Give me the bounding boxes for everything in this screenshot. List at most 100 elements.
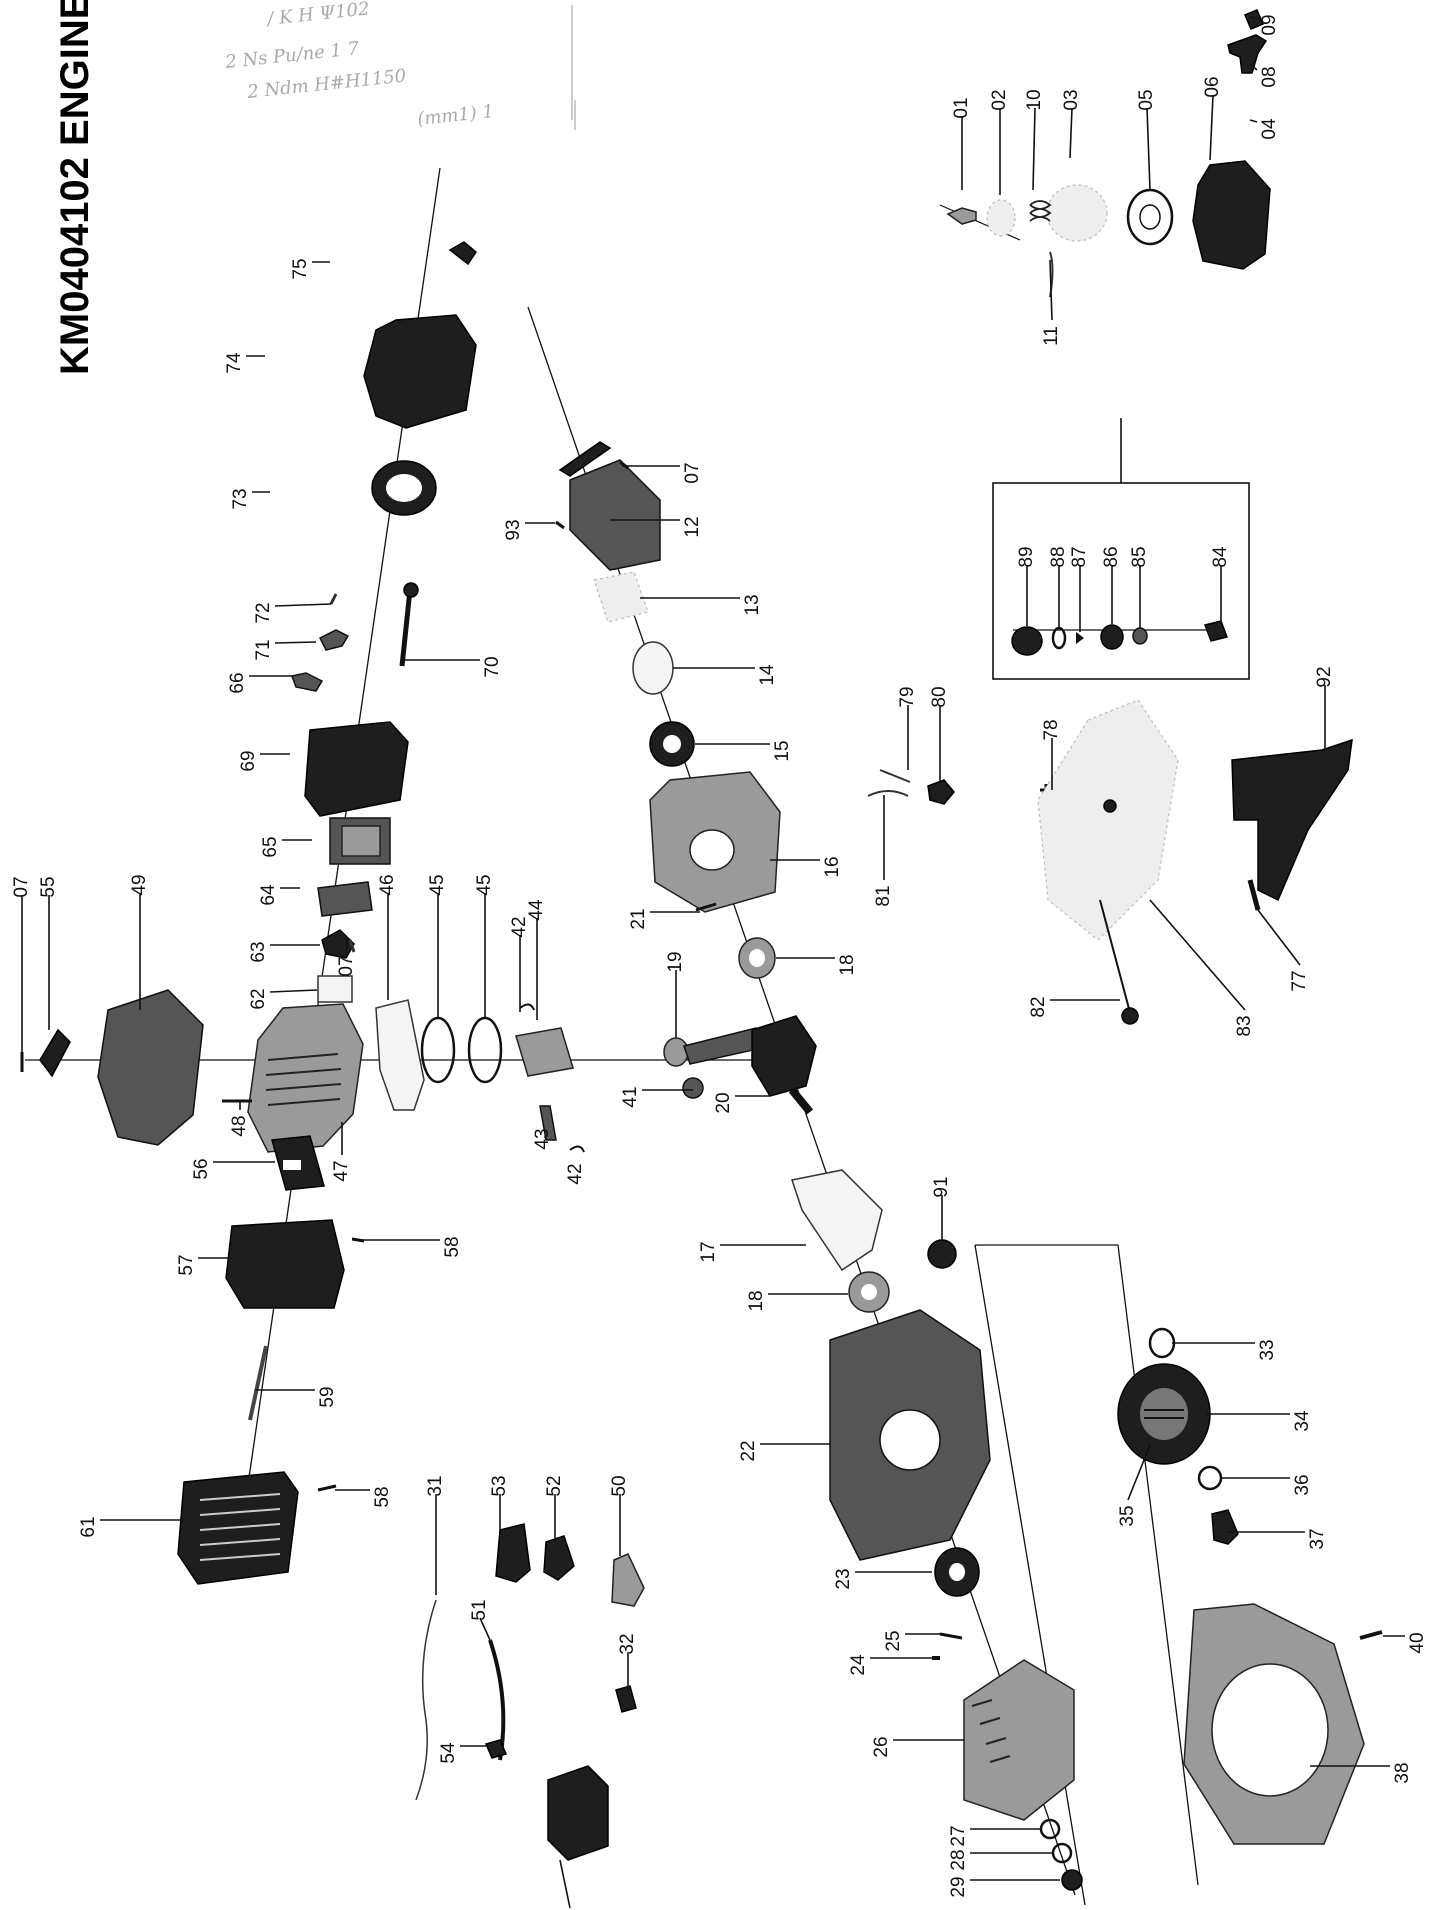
leader-71 [274,641,317,644]
callout-label-71: 71 [253,639,274,660]
part-27-washer [1039,1818,1061,1840]
callout-label-21: 21 [628,908,649,929]
part-29-nut [1061,1869,1083,1891]
part-71-lever [318,629,350,651]
part-64-gasket [317,881,373,917]
part-54-grommet [484,1739,508,1759]
part-19-small-end [663,1037,689,1067]
callout-label-26: 26 [871,1736,892,1757]
part-87-valve [1076,632,1084,644]
callout-label-66: 66 [227,672,248,693]
callout-label-59: 59 [317,1386,338,1407]
callout-label-75: 75 [290,258,311,279]
part-84-fuel-line [1204,620,1228,642]
part-42-circlip-b [569,1145,585,1153]
callout-label-45: 45 [427,874,448,895]
part-53-spark-plug-cap [495,1523,531,1583]
part-13-gasket [593,571,649,623]
part-26-fins [971,1699,1011,1763]
part-88-o-ring [1051,626,1067,650]
part-31-ignition-wire [415,1599,437,1801]
callout-label-07: 07 [336,955,357,976]
leader-04 [1249,119,1258,123]
part-22-bore [879,1409,941,1471]
callout-label-85: 85 [1129,546,1150,567]
callout-label-54: 54 [438,1742,459,1764]
callout-label-53: 53 [489,1475,510,1496]
callout-label-17: 17 [698,1241,719,1262]
part-61-slots [199,1493,281,1561]
part-86-diaphragm [1100,624,1124,650]
callout-label-02: 02 [989,89,1010,110]
part-01-screw [946,207,977,225]
callout-label-86: 86 [1101,546,1122,567]
part-58-screw-b [317,1484,337,1492]
part-19-connecting-rod [683,1027,763,1065]
callout-label-11: 11 [1041,326,1062,346]
callout-label-62: 62 [248,988,269,1009]
part-05-spring-inner [1139,204,1161,230]
callout-label-49: 49 [129,874,150,895]
part-89-primer-bulb [1011,626,1043,656]
callout-label-25: 25 [883,1630,904,1651]
part-93-screw [555,520,565,530]
callout-label-61: 61 [78,1516,99,1537]
callout-label-28: 28 [948,1849,969,1870]
callout-label-37: 37 [1307,1528,1328,1549]
callout-label-46: 46 [377,874,398,895]
callout-label-36: 36 [1292,1474,1313,1495]
part-91-grommet [927,1239,957,1269]
callout-label-63: 63 [248,941,269,962]
callout-label-40: 40 [1407,1632,1428,1653]
callout-label-04: 04 [1259,118,1280,140]
part-18-bearing-b-inner [861,1284,877,1300]
callout-label-57: 57 [176,1254,197,1275]
part-02-friction-plate [986,199,1016,237]
callout-label-07: 07 [11,876,32,897]
callout-label-89: 89 [1016,546,1037,567]
parts [20,9,1383,1891]
part-46-cylinder-gasket [375,999,425,1111]
part-07-screw-a [348,939,356,953]
callout-label-18: 18 [746,1290,767,1311]
part-62-gasket-small [317,975,353,1003]
part-55-cap [39,1028,71,1078]
leader-05 [1146,107,1151,191]
part-45-piston-ring-b [467,1016,503,1084]
callout-label-52: 52 [544,1475,565,1496]
part-45-piston-ring-a [420,1016,456,1084]
callout-label-42: 42 [565,1163,586,1184]
part-37-bolt [1211,1509,1239,1545]
leader-10 [1032,107,1036,191]
part-72-small-screw [329,593,338,605]
callout-label-10: 10 [1024,89,1045,110]
callout-label-31: 31 [425,1475,446,1496]
part-23-seal-hole [949,1563,965,1581]
part-07-screw-c [619,460,629,470]
callout-label-38: 38 [1392,1762,1413,1783]
callout-label-16: 16 [822,856,843,877]
callout-label-51: 51 [469,1599,490,1620]
callout-label-92: 92 [1314,666,1335,687]
leader-62 [269,989,318,993]
part-20-crank-shaft-end [788,1087,814,1115]
part-03-starter-pulley [1046,184,1108,242]
callout-label-47: 47 [331,1160,352,1181]
callout-label-34: 34 [1292,1410,1313,1432]
handwritten-notes: / K H Ψ102 2 Ns Pu/ne 1 7 2 Ndm H#H1150 … [223,0,576,130]
part-70-bolt-head [403,582,419,598]
callout-label-93: 93 [503,519,524,540]
part-08-starter-handle [1227,34,1268,74]
callout-leaders [21,16,1405,1909]
diagram-title: KM0404102 ENGINE [53,0,97,375]
part-74-engine-cover [363,314,477,429]
clutch-box-right-edge [1117,1244,1199,1886]
callout-label-69: 69 [238,750,259,771]
callout-label-29: 29 [948,1876,969,1897]
callout-label-01: 01 [951,97,972,118]
callout-label-05: 05 [1136,89,1157,110]
part-70-long-bolt [399,589,413,667]
part-12-starter-grip [558,441,612,477]
